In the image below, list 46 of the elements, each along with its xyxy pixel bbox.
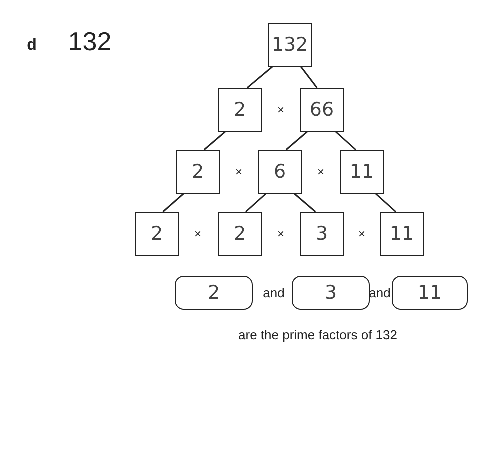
connector-line — [300, 66, 318, 88]
factor-box — [218, 212, 262, 256]
connector-line — [246, 193, 266, 213]
connector-line — [286, 131, 308, 151]
factor-number: 6 — [274, 161, 286, 183]
caption: are the prime factors of 132 — [238, 328, 398, 342]
factor-box — [300, 212, 344, 256]
factor-box — [135, 212, 179, 256]
answer-box — [392, 276, 468, 310]
factor-number: 11 — [390, 223, 414, 245]
factor-number: 2 — [234, 99, 246, 121]
factor-number: 2 — [192, 161, 204, 183]
factor-number: 3 — [324, 282, 338, 304]
multiply-sign: × — [194, 227, 202, 241]
multiply-sign: × — [236, 165, 242, 179]
factor-box — [300, 88, 344, 132]
title: 132 — [68, 26, 112, 58]
connector-word: and — [369, 286, 391, 300]
factor-number: 11 — [418, 282, 442, 304]
factor-box — [176, 150, 220, 194]
answer-box — [292, 276, 370, 310]
connector-line — [204, 131, 226, 151]
connector-line — [294, 193, 316, 213]
multiply-sign: × — [278, 227, 284, 241]
connector-line — [336, 131, 356, 151]
factor-box — [268, 23, 312, 67]
connector-word: and — [263, 286, 285, 300]
part-letter: d — [27, 37, 37, 55]
connector-line — [376, 193, 396, 213]
factor-box — [218, 88, 262, 132]
answer-box — [175, 276, 253, 310]
factor-box — [380, 212, 424, 256]
connector-line — [247, 66, 273, 89]
factor-box — [258, 150, 302, 194]
factor-number: 66 — [310, 99, 334, 121]
factor-number: 11 — [350, 161, 374, 183]
connector-line — [162, 193, 184, 213]
factor-number: 2 — [234, 223, 246, 245]
factor-number: 3 — [316, 223, 328, 245]
factor-number: 2 — [150, 223, 164, 245]
factor-number: 2 — [208, 282, 220, 304]
multiply-sign: × — [358, 227, 366, 241]
factor-box — [340, 150, 384, 194]
multiply-sign: × — [318, 165, 324, 179]
factor-number: 132 — [272, 34, 308, 56]
multiply-sign: × — [278, 103, 284, 117]
